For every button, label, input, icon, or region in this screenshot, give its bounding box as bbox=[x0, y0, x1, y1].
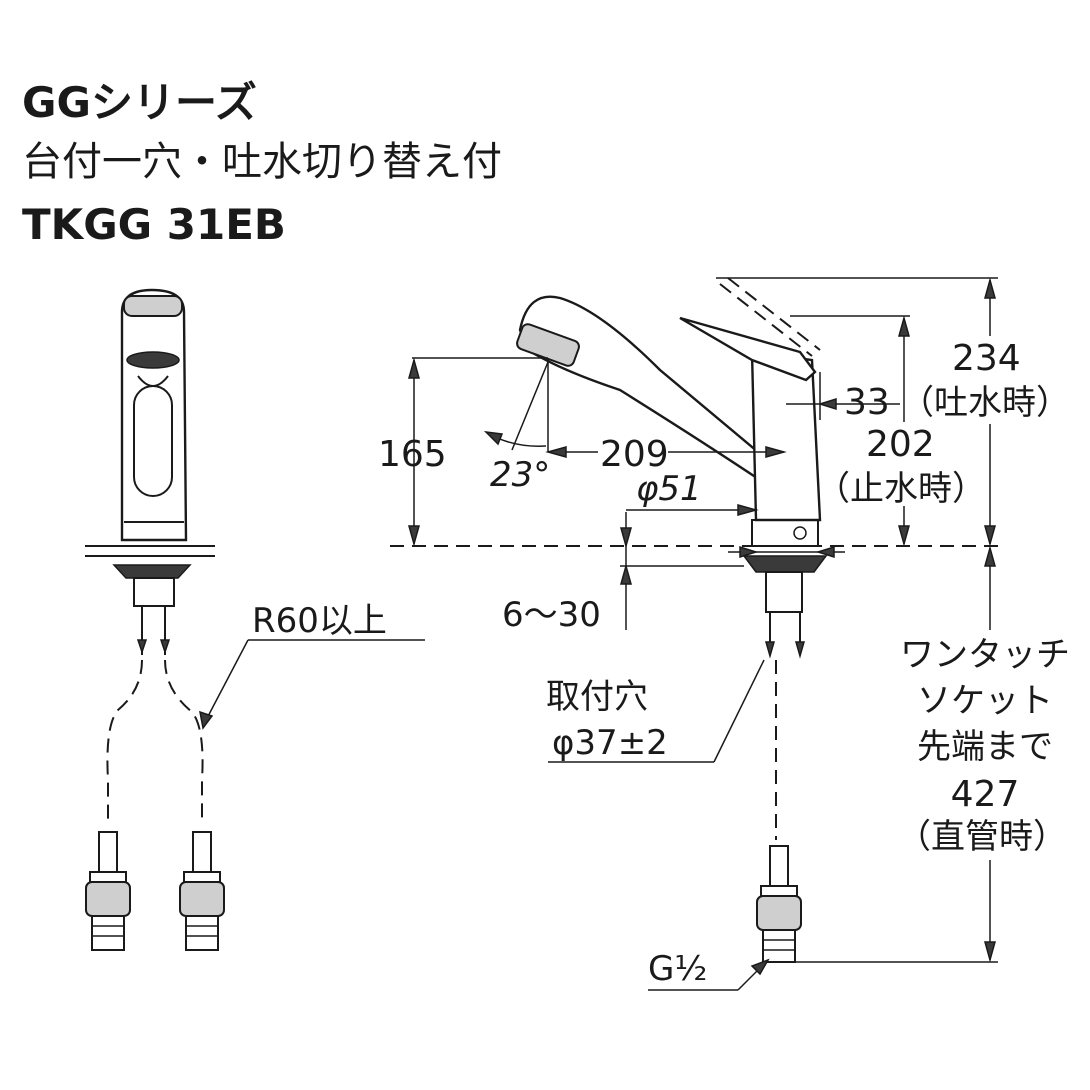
socket-length-note: （直管時） bbox=[897, 817, 1067, 857]
front-shank bbox=[133, 577, 175, 607]
height-closed-note: （止水時） bbox=[816, 469, 986, 509]
dim-427-arrow-bottom bbox=[984, 941, 996, 963]
side-socket bbox=[756, 845, 802, 963]
front-hose-tip-left bbox=[136, 639, 148, 655]
bend-radius-label: R60以上 bbox=[252, 601, 387, 641]
side-hose-tip-1 bbox=[765, 641, 775, 659]
angle-ref-slant bbox=[511, 361, 549, 451]
front-hose-left-bend bbox=[106, 659, 143, 820]
height-open-value: 234 bbox=[952, 338, 1021, 379]
side-hose-tip-2 bbox=[795, 641, 805, 659]
side-view: 165 23° 209 φ51 6～30 取付穴 φ37±2 bbox=[378, 277, 1070, 991]
side-base-screw bbox=[793, 526, 807, 540]
height-closed-value: 202 bbox=[866, 424, 935, 465]
r60-arrowhead bbox=[199, 710, 214, 730]
socket-length-value: 427 bbox=[951, 774, 1020, 815]
reach-value: 209 bbox=[600, 434, 669, 475]
front-hose-tip-right bbox=[159, 639, 171, 655]
socket-label-line3: 先端まで bbox=[917, 727, 1053, 767]
deck-thickness-value: 6～30 bbox=[502, 595, 601, 635]
hole-diameter-value: φ37±2 bbox=[552, 723, 668, 763]
dim-165-arrow-top bbox=[408, 357, 420, 379]
dim-209-arrow-left bbox=[545, 446, 567, 458]
dim-202-arrow-top bbox=[898, 315, 910, 337]
dim-427-arrow-top bbox=[984, 545, 996, 567]
side-flange bbox=[742, 555, 828, 573]
dim-51-arrow bbox=[737, 504, 759, 516]
side-lever-closed bbox=[679, 316, 817, 382]
front-flange bbox=[112, 564, 192, 579]
offset-value: 33 bbox=[844, 382, 890, 423]
front-aerator bbox=[126, 351, 180, 369]
angle-value: 23° bbox=[490, 455, 550, 495]
dim-234-arrow-top bbox=[984, 277, 996, 299]
angle-arrow bbox=[483, 430, 504, 446]
front-view: R60以上 bbox=[85, 288, 425, 951]
height-spout-value: 165 bbox=[378, 434, 447, 475]
series-title: GGシリーズ bbox=[22, 78, 257, 127]
side-spray-head bbox=[516, 323, 580, 367]
dim-33-arrow bbox=[817, 397, 837, 411]
side-lever-open bbox=[719, 283, 813, 357]
r60-leader bbox=[204, 639, 249, 723]
thread-arrowhead bbox=[750, 958, 770, 976]
front-socket-right bbox=[179, 831, 225, 951]
front-handle-slot bbox=[133, 385, 173, 497]
front-socket-left bbox=[85, 831, 131, 951]
height-open-note: （吐水時） bbox=[900, 383, 1070, 423]
side-lever-open-edge bbox=[727, 277, 821, 351]
dim-base-arrow-left bbox=[739, 545, 759, 559]
front-lever-top bbox=[123, 295, 183, 317]
product-type: 台付一穴・吐水切り替え付 bbox=[22, 139, 502, 185]
socket-label-line1: ワンタッチ bbox=[900, 635, 1070, 675]
hole-leader bbox=[713, 659, 765, 763]
side-shank bbox=[765, 571, 803, 613]
side-base bbox=[751, 519, 819, 547]
thread-size: G½ bbox=[648, 949, 707, 989]
socket-label-line2: ソケット bbox=[917, 681, 1053, 721]
front-faucet-body bbox=[120, 288, 188, 542]
front-hose-right-bend bbox=[164, 659, 204, 820]
dim-209-arrow-right bbox=[765, 446, 787, 458]
dim-deck-arrow-bottom bbox=[620, 563, 632, 585]
base-diameter-value: φ51 bbox=[636, 469, 702, 509]
dim-234-arrow-bottom bbox=[984, 525, 996, 547]
dim-base-arrow-right bbox=[815, 545, 835, 559]
dim-deck-arrow-top bbox=[620, 527, 632, 549]
dim-202-arrow-bottom bbox=[898, 525, 910, 547]
hole-label: 取付穴 bbox=[546, 677, 648, 717]
model-number: TKGG 31EB bbox=[22, 200, 286, 249]
dim-165-arrow-bottom bbox=[408, 525, 420, 547]
